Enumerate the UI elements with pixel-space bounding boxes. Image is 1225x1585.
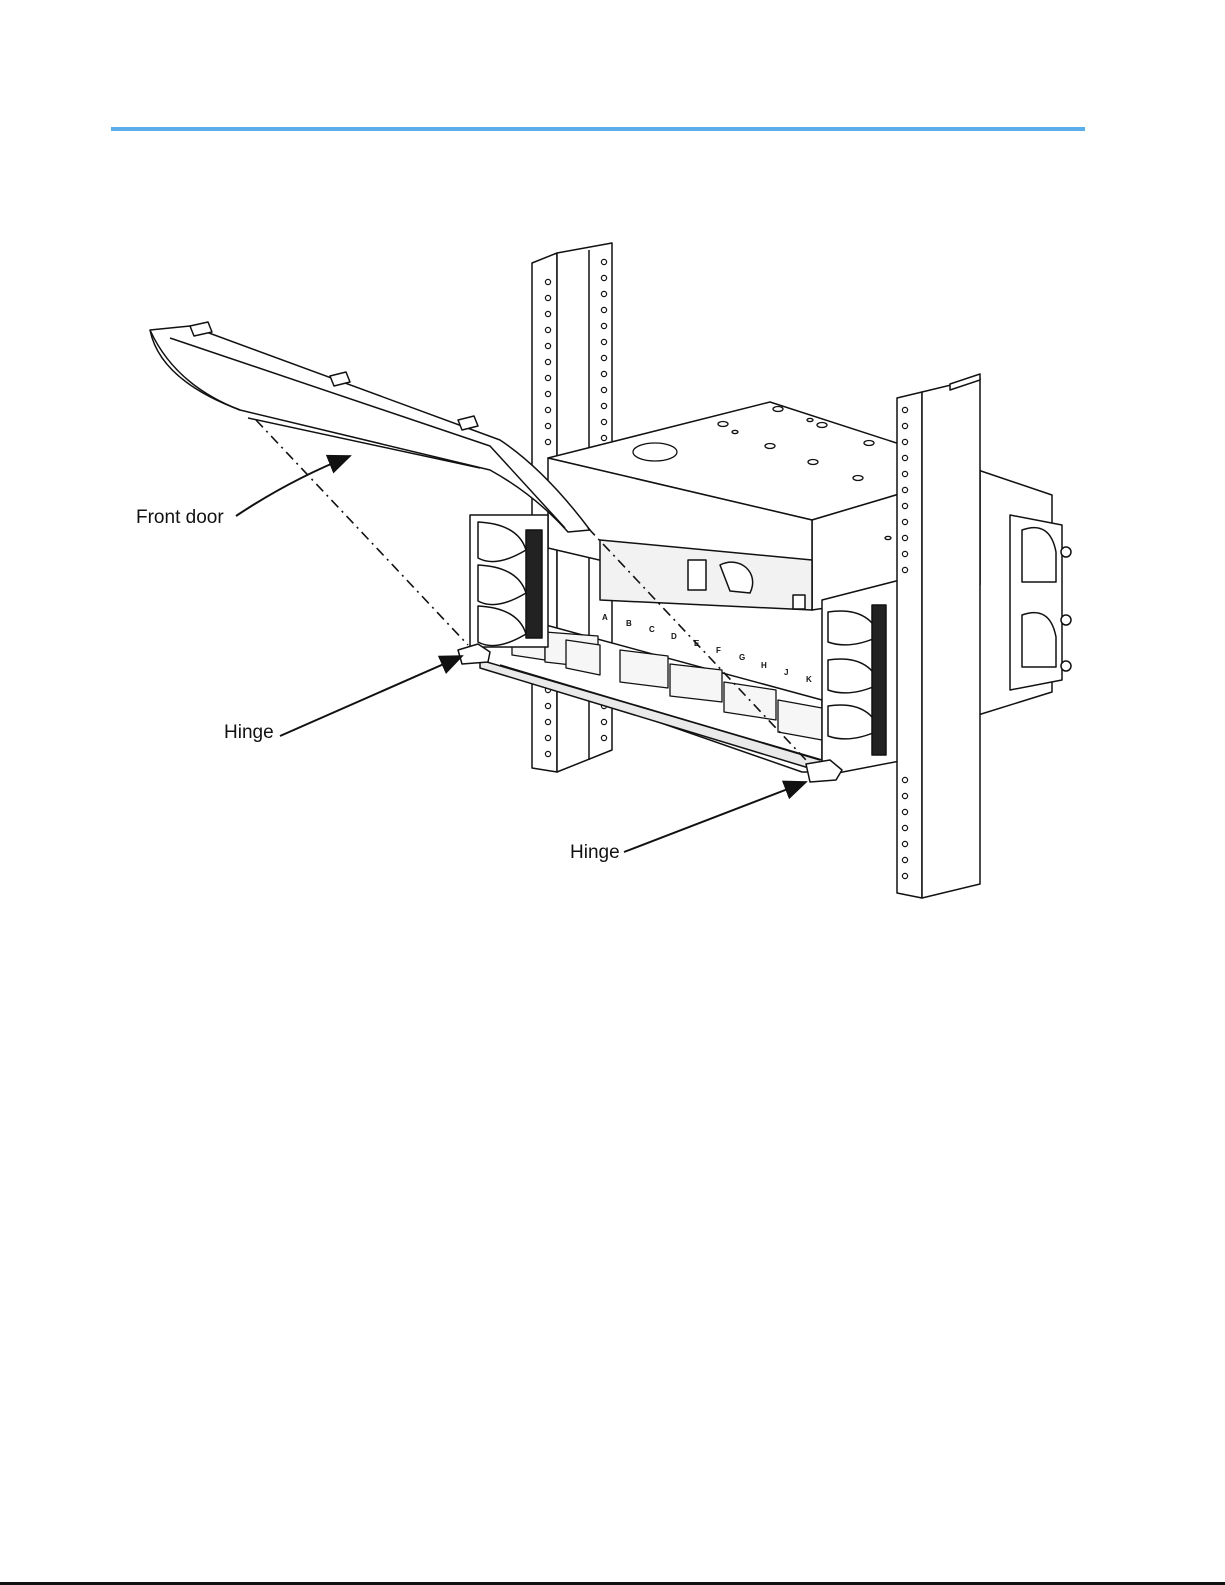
slot-letter: H bbox=[761, 661, 767, 670]
front-rack-rail-right bbox=[897, 374, 980, 898]
front-door-label: Front door bbox=[136, 507, 224, 529]
hinge-right-leader-arrow bbox=[624, 782, 806, 852]
slot-letter: D bbox=[671, 632, 677, 641]
hinge-left-label: Hinge bbox=[224, 722, 274, 744]
hinge-right-label: Hinge bbox=[570, 842, 620, 864]
left-spool-column bbox=[470, 515, 548, 647]
slot-letter: C bbox=[649, 625, 655, 634]
slot-letter: B bbox=[626, 619, 632, 628]
front-door-leader-arrow bbox=[236, 456, 350, 516]
hinge-left-leader-arrow bbox=[280, 656, 462, 736]
slot-letter: K bbox=[806, 675, 812, 684]
slot-letter: G bbox=[739, 653, 745, 662]
side-cable-bracket bbox=[978, 470, 1071, 715]
slot-letter: J bbox=[784, 668, 788, 677]
slot-letter: A bbox=[602, 613, 608, 622]
front-flange-right bbox=[822, 580, 905, 776]
front-door bbox=[150, 322, 590, 532]
slot-letter: F bbox=[716, 646, 721, 655]
